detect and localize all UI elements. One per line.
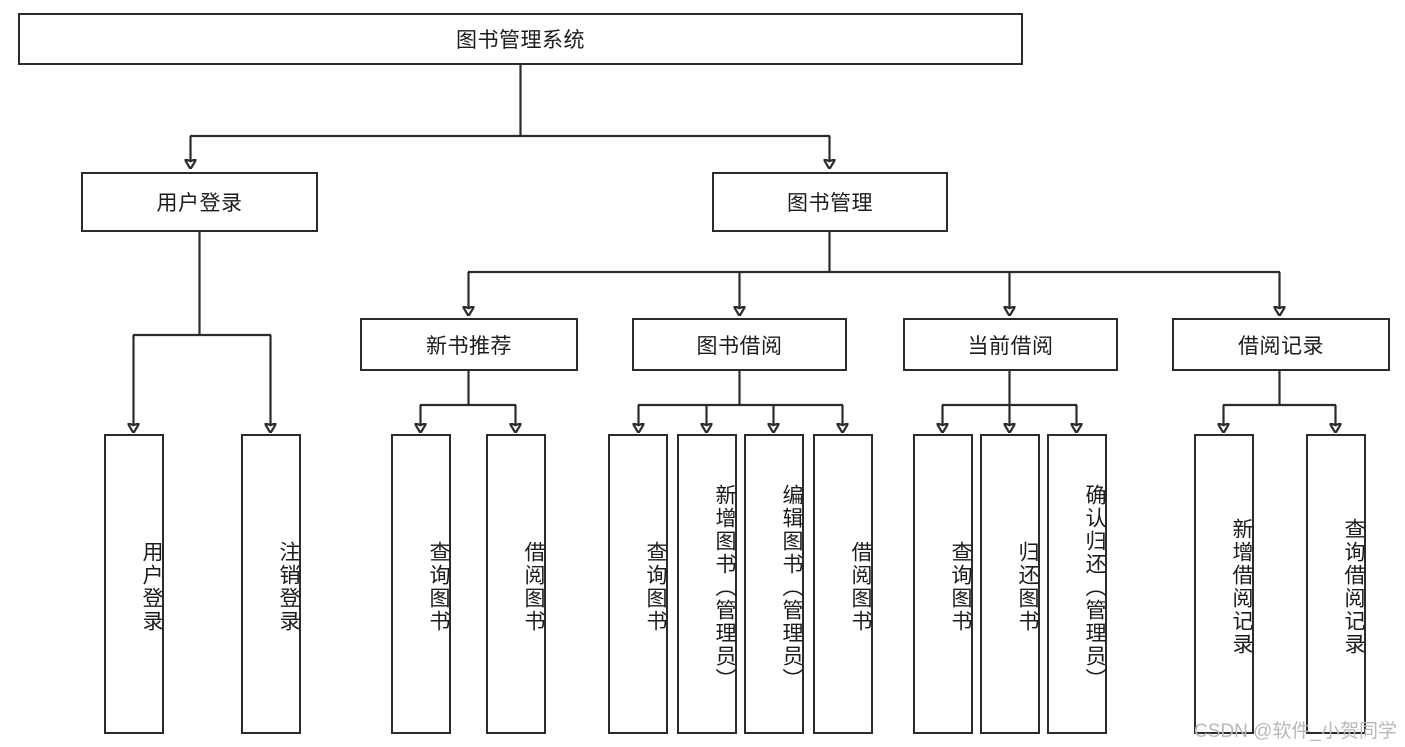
leaf-current-borrow-return[interactable]: 归还图书 [980, 434, 1040, 734]
node-label: 借阅图书 [849, 541, 872, 633]
node-label: 查询图书 [949, 541, 972, 633]
leaf-borrow-record-add[interactable]: 新增借阅记录 [1194, 434, 1254, 734]
node-book-management[interactable]: 图书管理 [712, 172, 948, 232]
node-label: 用户登录 [156, 192, 243, 215]
node-book-borrow[interactable]: 图书借阅 [632, 318, 847, 371]
leaf-book-borrow-add[interactable]: 新增图书（管理员） [677, 434, 737, 734]
node-label: 归还图书 [1016, 541, 1039, 633]
node-label: 确认归还（管理员） [1083, 483, 1106, 691]
leaf-borrow-record-query[interactable]: 查询借阅记录 [1306, 434, 1366, 734]
leaf-book-borrow-query[interactable]: 查询图书 [608, 434, 668, 734]
leaf-book-borrow-edit[interactable]: 编辑图书（管理员） [744, 434, 804, 734]
node-root[interactable]: 图书管理系统 [18, 13, 1023, 65]
node-label: 用户登录 [140, 541, 163, 633]
node-borrow-record[interactable]: 借阅记录 [1172, 318, 1390, 371]
node-label: 新书推荐 [426, 334, 512, 358]
node-new-book-recommend[interactable]: 新书推荐 [360, 318, 578, 371]
leaf-new-book-query[interactable]: 查询图书 [391, 434, 451, 734]
leaf-new-book-borrow[interactable]: 借阅图书 [486, 434, 546, 734]
node-label: 图书管理系统 [456, 29, 585, 52]
node-label: 借阅图书 [522, 541, 545, 633]
leaf-user-login-login[interactable]: 用户登录 [104, 434, 164, 734]
node-label: 查询图书 [427, 541, 450, 633]
node-current-borrow[interactable]: 当前借阅 [903, 318, 1118, 371]
node-label: 图书管理 [787, 192, 873, 215]
node-label: 新增借阅记录 [1230, 518, 1253, 656]
node-label: 当前借阅 [967, 334, 1054, 358]
leaf-current-borrow-confirm-return[interactable]: 确认归还（管理员） [1047, 434, 1107, 734]
node-label: 编辑图书（管理员） [780, 483, 803, 691]
leaf-book-borrow-borrow[interactable]: 借阅图书 [813, 434, 873, 734]
node-label: 注销登录 [277, 541, 300, 633]
node-label: 新增图书（管理员） [713, 483, 736, 691]
leaf-user-login-logout[interactable]: 注销登录 [241, 434, 301, 734]
leaf-current-borrow-query[interactable]: 查询图书 [913, 434, 973, 734]
node-label: 查询图书 [644, 541, 667, 633]
node-label: 图书借阅 [696, 334, 783, 358]
node-user-login[interactable]: 用户登录 [81, 172, 318, 232]
node-label: 借阅记录 [1238, 334, 1324, 358]
node-label: 查询借阅记录 [1342, 518, 1365, 656]
